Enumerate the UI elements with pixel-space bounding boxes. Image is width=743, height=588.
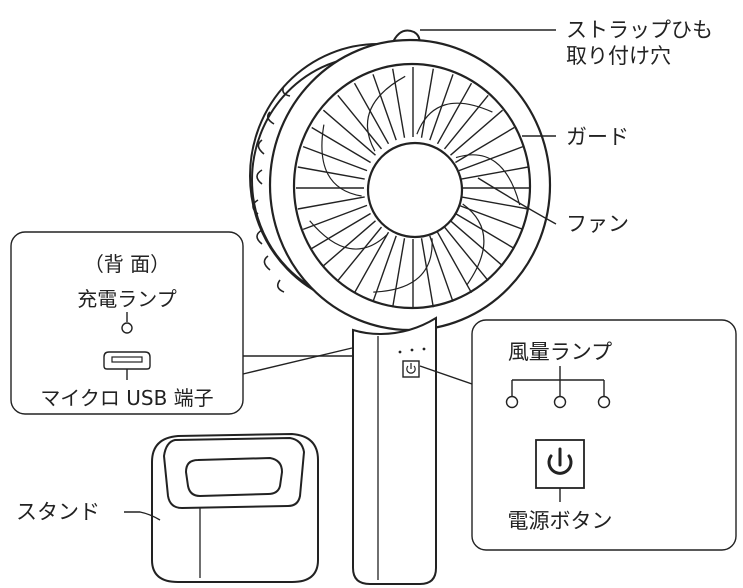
- guard-spoke: [311, 126, 371, 164]
- guard-spoke: [429, 235, 454, 302]
- power-icon: [547, 447, 573, 475]
- leader-lines: [124, 29, 557, 521]
- back-view-label: （背 面）: [84, 252, 170, 276]
- charge-lamp-label: 充電ランプ: [77, 287, 176, 311]
- guard-spoke: [461, 196, 529, 210]
- fan-handle: [352, 316, 437, 585]
- guard-spoke: [461, 166, 529, 180]
- handle-lamp-dots: [398, 347, 426, 354]
- guard-spoke: [455, 212, 515, 250]
- guard-spoke: [322, 109, 376, 156]
- fan-label: ファン: [566, 212, 629, 236]
- guard-spoke: [455, 126, 515, 164]
- back-view-callout: [10, 231, 244, 415]
- usb-port-icon: [103, 351, 151, 380]
- fan-hub: [366, 141, 464, 239]
- guard-spoke: [353, 231, 390, 294]
- guard-spoke: [353, 82, 390, 145]
- guard-spoke: [443, 226, 489, 282]
- power-button-illustration: [535, 439, 585, 502]
- guard-spoke: [322, 220, 376, 267]
- fan-blade: [455, 154, 521, 206]
- airflow-lamp-1: [505, 395, 519, 409]
- airflow-lamp-3: [597, 395, 611, 409]
- guard-spoke: [436, 231, 473, 294]
- guard-spoke: [372, 235, 397, 302]
- airflow-lamp-bracket: [505, 366, 611, 409]
- guard-spoke: [392, 68, 406, 138]
- fan-blade: [321, 124, 362, 197]
- guard-spoke: [420, 68, 434, 138]
- front-controls-callout: [471, 319, 737, 551]
- guard-spoke: [450, 220, 504, 267]
- fan-blade: [416, 102, 493, 135]
- stand-label: スタンド: [16, 500, 100, 524]
- guard-spoke: [302, 145, 368, 172]
- stand: [151, 432, 319, 583]
- guard-spoke: [429, 74, 454, 141]
- guard-spoke: [372, 74, 397, 141]
- guard-spoke: [450, 109, 504, 156]
- fan-blade: [373, 238, 433, 293]
- fan-blade: [309, 220, 388, 250]
- guard-spoke: [311, 212, 371, 250]
- fan-blades: [309, 75, 521, 293]
- charge-lamp-icon: [121, 322, 133, 334]
- guard-spoke: [337, 94, 383, 150]
- guard-spoke: [420, 238, 434, 308]
- guard-spoke: [337, 226, 383, 282]
- airflow-lamp-2: [553, 395, 567, 409]
- handle-power-button: [402, 360, 420, 378]
- power-button-label: 電源ボタン: [508, 509, 613, 533]
- guard-spoke: [297, 196, 365, 210]
- usb-port-label: マイクロ USB 端子: [40, 386, 213, 410]
- airflow-lamp-label: 風量ランプ: [508, 340, 612, 364]
- guard-spokes: [296, 67, 530, 309]
- strap-hole-label-line2: 取り付け穴: [566, 44, 671, 68]
- guard-spoke: [297, 166, 365, 180]
- guard-spoke: [436, 82, 473, 145]
- fan-blade: [462, 203, 485, 286]
- guard-spoke: [392, 238, 406, 308]
- strap-hole-label-line1: ストラップひも: [566, 18, 713, 42]
- guard-label: ガード: [566, 125, 629, 149]
- fan-blade: [366, 75, 406, 152]
- guard-spoke: [443, 94, 489, 150]
